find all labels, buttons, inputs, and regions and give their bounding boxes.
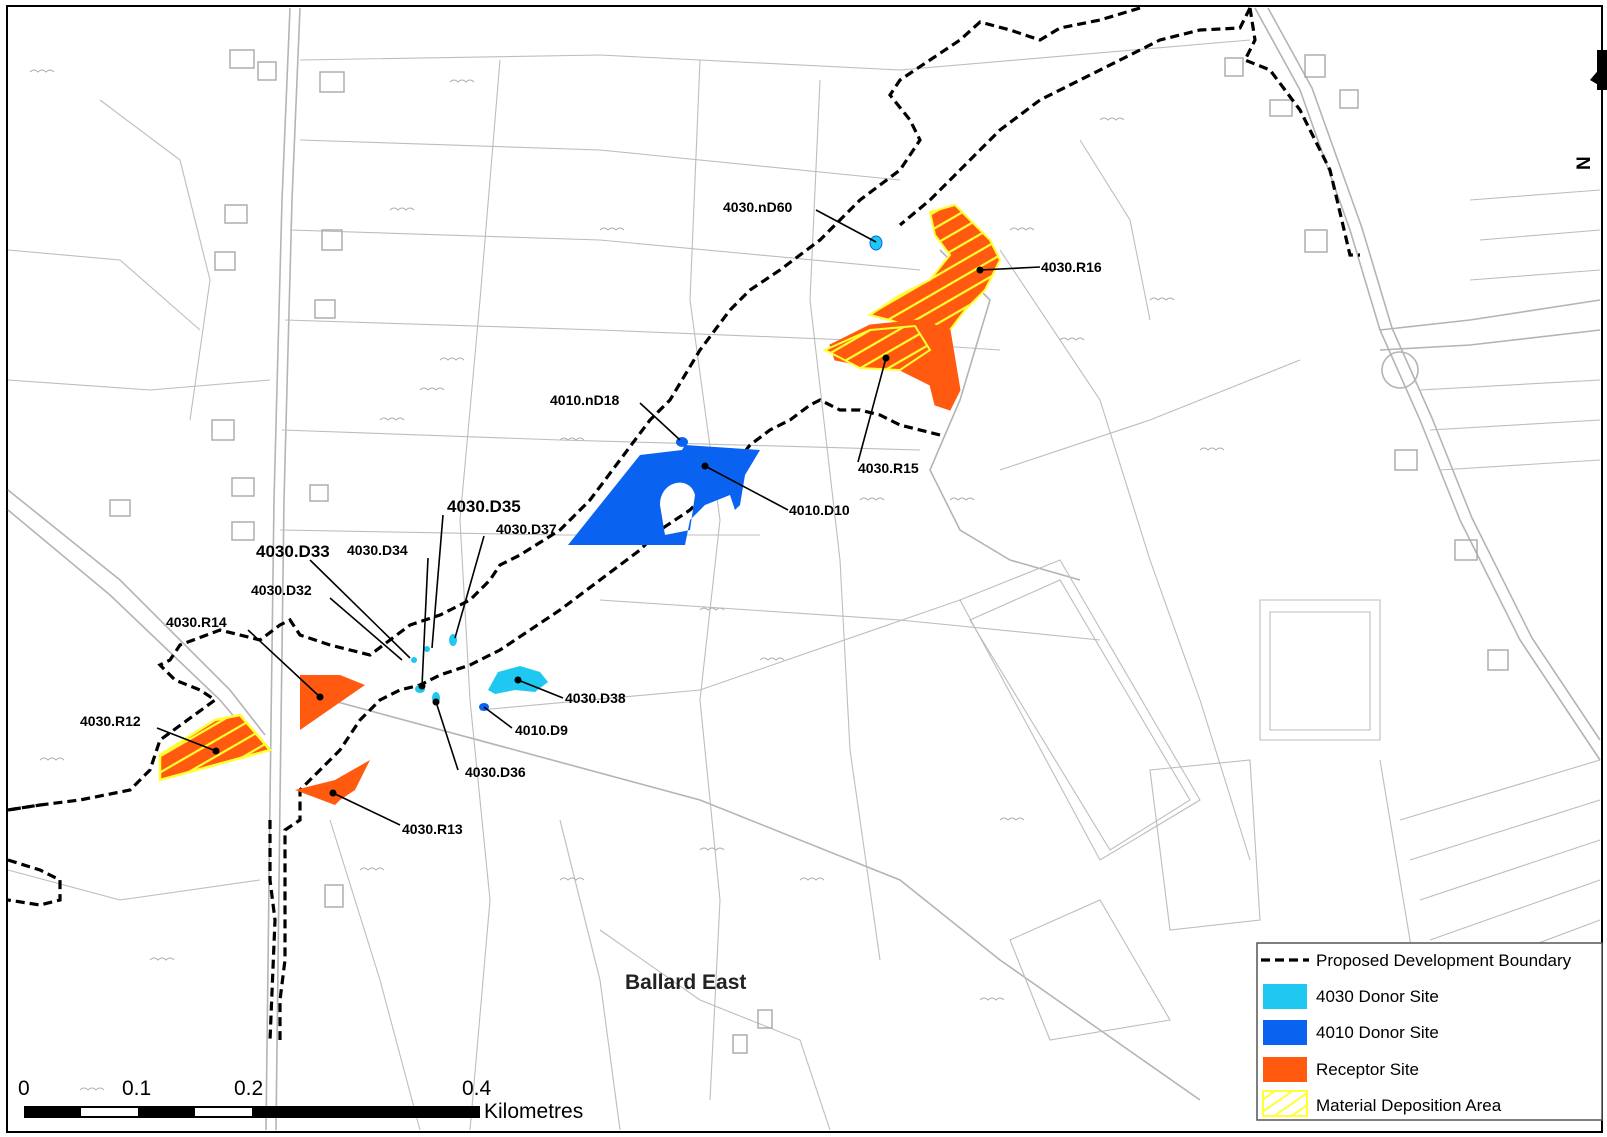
scale-tick-2: 0.2 xyxy=(234,1077,263,1100)
label-d35: 4030.D35 xyxy=(447,497,521,516)
deposition-area-r15 xyxy=(822,324,932,372)
scale-unit: Kilometres xyxy=(484,1100,583,1123)
legend: Proposed Development Boundary 4030 Donor… xyxy=(1256,942,1603,1121)
label-r12: 4030.R12 xyxy=(80,713,141,729)
donor-site-d34[interactable] xyxy=(424,646,430,652)
label-d33: 4030.D33 xyxy=(256,542,330,561)
scale-tick-0: 0 xyxy=(18,1077,30,1100)
label-d38: 4030.D38 xyxy=(565,690,626,706)
basemap xyxy=(7,7,1601,1131)
label-nd18: 4010.nD18 xyxy=(550,392,619,408)
site-labels: 4030.R16 4030.nD60 4030.R15 4010.nD18 40… xyxy=(80,199,1102,837)
donor-site-nd60[interactable] xyxy=(869,235,883,251)
legend-swatch-receptor xyxy=(1263,1057,1307,1082)
label-d9: 4010.D9 xyxy=(515,722,568,738)
receptor-site-r12[interactable] xyxy=(158,713,273,782)
north-arrow-icon: N xyxy=(1574,50,1607,170)
label-d34: 4030.D34 xyxy=(347,542,408,558)
north-letter: N xyxy=(1574,156,1595,170)
label-d36: 4030.D36 xyxy=(465,764,526,780)
legend-swatch-4030 xyxy=(1263,984,1307,1009)
label-d10: 4010.D10 xyxy=(789,502,850,518)
legend-swatch-4010 xyxy=(1263,1020,1307,1045)
receptor-site-r13[interactable] xyxy=(295,760,370,805)
label-r15: 4030.R15 xyxy=(858,460,919,476)
legend-swatch-deposition xyxy=(1262,1090,1308,1117)
legend-label-boundary: Proposed Development Boundary xyxy=(1316,951,1572,970)
scale-tick-4: 0.4 xyxy=(462,1077,492,1100)
development-boundary xyxy=(7,6,1141,812)
label-r16: 4030.R16 xyxy=(1041,259,1102,275)
label-r14: 4030.R14 xyxy=(166,614,227,630)
legend-label-deposition: Material Deposition Area xyxy=(1316,1096,1502,1115)
donor-site-d33[interactable] xyxy=(411,657,417,663)
scale-bar: 0 0.1 0.2 0.4 Kilometres xyxy=(18,1077,583,1123)
scale-tick-1: 0.1 xyxy=(122,1077,151,1100)
place-name: Ballard East xyxy=(625,971,746,994)
legend-label-4030: 4030 Donor Site xyxy=(1316,987,1439,1006)
receptor-site-r14[interactable] xyxy=(300,675,365,730)
label-d37: 4030.D37 xyxy=(496,521,557,537)
label-d32: 4030.D32 xyxy=(251,582,312,598)
label-nd60: 4030.nD60 xyxy=(723,199,792,215)
legend-label-4010: 4010 Donor Site xyxy=(1316,1023,1439,1042)
legend-label-receptor: Receptor Site xyxy=(1316,1060,1419,1079)
label-r13: 4030.R13 xyxy=(402,821,463,837)
